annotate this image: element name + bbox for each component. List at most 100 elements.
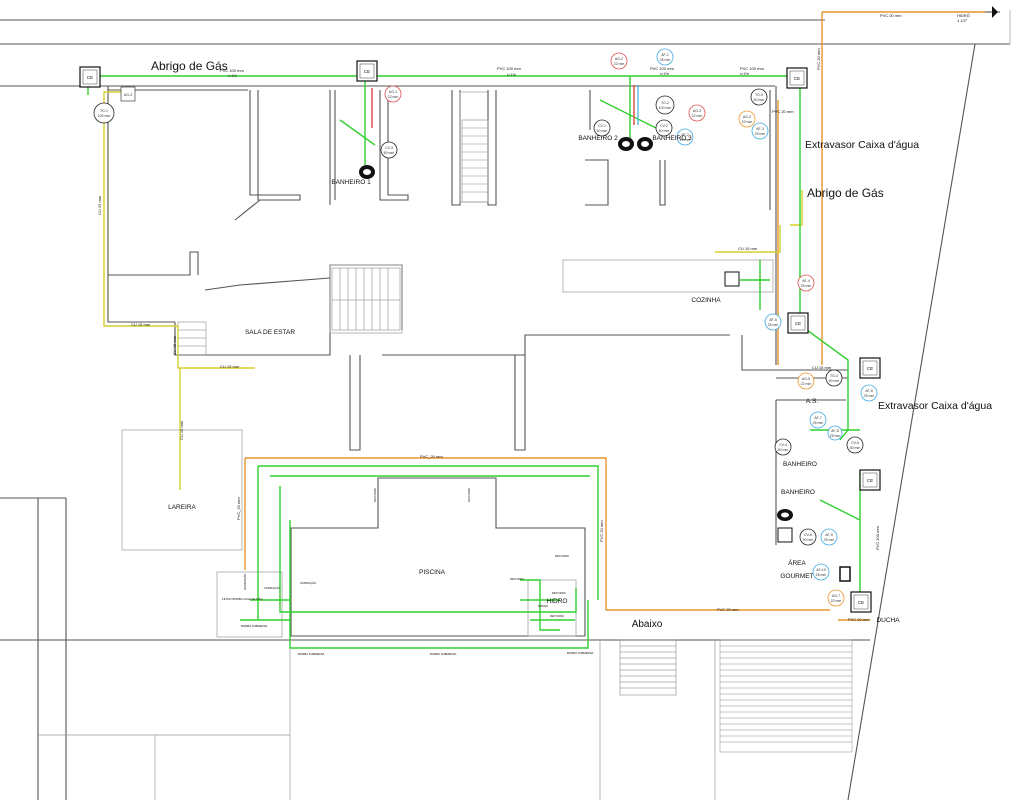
svg-text:RETORNO: RETORNO (510, 577, 525, 581)
bubble-af4: AF-4 25 mm (797, 274, 815, 292)
svg-text:i=1%: i=1% (228, 73, 237, 78)
pipe-labels: PVC 100 mm i=1% PVC 100 mm i=1% PVC 100 … (97, 13, 970, 622)
svg-text:22 mm: 22 mm (831, 599, 842, 603)
ce-box: CE (787, 312, 809, 334)
svg-text:CU 15 mm: CU 15 mm (738, 246, 758, 251)
svg-text:CU 15 mm: CU 15 mm (220, 364, 240, 369)
svg-text:22 mm: 22 mm (388, 95, 399, 99)
svg-text:BOMBA SUBMERSA: BOMBA SUBMERSA (241, 624, 268, 628)
bubble-cv4: CV-4 50 mm (774, 438, 792, 456)
svg-text:CU 15 mm: CU 15 mm (97, 195, 102, 215)
svg-text:RETORNO: RETORNO (373, 487, 377, 502)
svg-text:TG-1: TG-1 (100, 109, 108, 113)
svg-text:CV-2: CV-2 (660, 124, 668, 128)
north-arrow-icon (985, 6, 1000, 18)
svg-text:PVC 100 mm: PVC 100 mm (740, 66, 764, 71)
ce-box: CE (356, 60, 378, 82)
svg-text:25 mm: 25 mm (680, 138, 691, 142)
svg-text:RETORNO: RETORNO (467, 487, 471, 502)
toilet-icon (359, 165, 375, 179)
room-label: BANHEIRO (783, 461, 817, 468)
svg-text:RETORNO: RETORNO (552, 591, 567, 595)
ce-box: CE (786, 67, 808, 89)
svg-text:50 mm: 50 mm (850, 446, 861, 450)
svg-text:CV-3: CV-3 (385, 146, 393, 150)
svg-text:CU 15 mm: CU 15 mm (172, 335, 177, 355)
svg-text:AG-2: AG-2 (615, 57, 623, 61)
svg-text:PVC 20 mm: PVC 20 mm (599, 520, 604, 542)
svg-text:TG-3: TG-3 (755, 93, 763, 97)
bubble-cv6: CV-6 50 mm (846, 436, 864, 454)
room-label: BANHEIRO 3 (652, 135, 692, 142)
bubble-ag4: AG-3 22 mm (688, 104, 706, 122)
svg-text:AF-9: AF-9 (825, 533, 833, 537)
svg-text:50 mm: 50 mm (384, 151, 395, 155)
ce-box: CE (859, 357, 881, 379)
bubble-cv1: CV-1 50 mm (593, 119, 611, 137)
svg-text:AF-10: AF-10 (816, 568, 826, 572)
svg-text:i=1%: i=1% (507, 72, 516, 77)
bubble-ag7: AG-7 22 mm (827, 589, 845, 607)
toilet-icon (637, 137, 653, 151)
room-label: A.S. (806, 398, 818, 405)
room-label: PISCINA (419, 569, 446, 576)
svg-text:DRENO: DRENO (538, 604, 549, 608)
svg-text:22 mm: 22 mm (614, 62, 625, 66)
svg-text:PVC_20 mm: PVC_20 mm (420, 454, 443, 459)
svg-text:CU 15 mm: CU 15 mm (812, 365, 832, 370)
svg-text:25 mm: 25 mm (755, 132, 766, 136)
bubble-tg3: TG-3 50 mm (750, 88, 768, 106)
svg-text:25 mm: 25 mm (830, 434, 841, 438)
bubble-af5: AF-5 25 mm (764, 313, 782, 331)
bubble-cv3: CV-3 50 mm (380, 141, 398, 159)
svg-text:CV-6: CV-6 (851, 441, 859, 445)
stairs-lower-left (177, 321, 207, 356)
svg-text:PVC 100 mm: PVC 100 mm (497, 66, 521, 71)
svg-text:25 mm: 25 mm (864, 394, 875, 398)
svg-text:50 mm: 50 mm (803, 538, 814, 542)
svg-text:AF-5: AF-5 (769, 318, 777, 322)
svg-text:PVC 20 mm: PVC 20 mm (717, 607, 739, 612)
svg-text:AF-3: AF-3 (756, 127, 764, 131)
ce-label: CE (87, 75, 93, 80)
room-label: COZINHA (691, 297, 721, 304)
svg-text:CV-5: CV-5 (804, 533, 812, 537)
svg-text:PVC 100 mm: PVC 100 mm (650, 66, 674, 71)
bubble-af1: AF-1 25 mm (656, 48, 674, 66)
bubble-ag2: AG-2 22 mm (610, 52, 628, 70)
svg-text:CU 15 mm: CU 15 mm (131, 322, 151, 327)
ce-box: CE (79, 66, 101, 88)
toilet-icon (777, 509, 793, 521)
bubble-af10: AF-10 25 mm (812, 563, 830, 581)
stairs-main (461, 119, 489, 203)
svg-text:AG-1: AG-1 (389, 90, 397, 94)
water-pipes (87, 75, 861, 649)
svg-text:100 mm: 100 mm (659, 106, 672, 110)
bubble-tg1: TG-1 100 mm (93, 102, 115, 124)
svg-text:BOMBA SUBMERSA: BOMBA SUBMERSA (430, 652, 457, 656)
bubble-af2: AF-2 25 mm (676, 128, 694, 146)
svg-text:CU 15 mm: CU 15 mm (179, 420, 184, 440)
gas-shelter-label: Abrigo de Gás (807, 186, 884, 200)
svg-text:22 mm: 22 mm (801, 382, 812, 386)
ce-label: CE (867, 478, 873, 483)
svg-text:ASPIRAÇÃO: ASPIRAÇÃO (264, 585, 281, 590)
bubble-ag6: AG-5 22 mm (797, 372, 815, 390)
svg-text:22 mm: 22 mm (692, 114, 703, 118)
svg-text:AF-1: AF-1 (661, 53, 669, 57)
room-label: Abaixo (632, 619, 663, 630)
svg-text:AG-2: AG-2 (743, 115, 751, 119)
svg-text:AF-6: AF-6 (865, 389, 873, 393)
svg-text:AF-7: AF-7 (814, 416, 822, 420)
building-walls (107, 85, 848, 638)
svg-text:PVC 20 mm: PVC 20 mm (816, 48, 821, 70)
svg-text:BOMBA SUBMERSA: BOMBA SUBMERSA (298, 652, 325, 656)
bubble-af9: AF-9 25 mm (820, 528, 838, 546)
svg-text:50 mm: 50 mm (659, 129, 670, 133)
ce-box: CE (850, 591, 872, 613)
pool-equipment-labels: RETORNO RETORNO RETORNO RETORNO RETORNO … (222, 487, 594, 656)
svg-text:PVC 20 mm: PVC 20 mm (848, 617, 870, 622)
room-label: BANHEIRO (781, 489, 815, 496)
svg-text:1 1/2": 1 1/2" (957, 18, 968, 23)
svg-text:FILTRO BOMBA CASA DE MÁQ.: FILTRO BOMBA CASA DE MÁQ. (222, 597, 264, 601)
